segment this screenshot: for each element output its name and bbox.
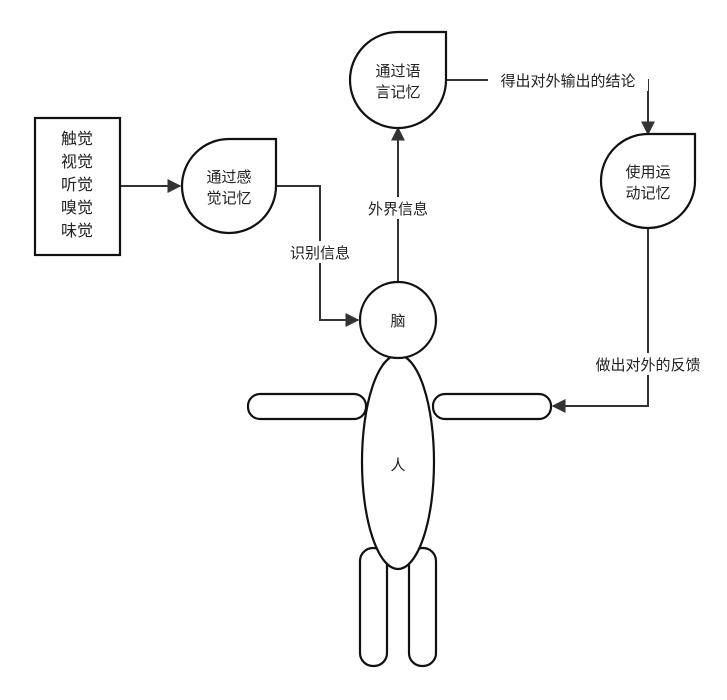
person-label: 人: [390, 456, 405, 474]
brain-head: [358, 280, 438, 360]
sensory-memory-node: [180, 137, 278, 235]
edge-label-identify-info: 识别信息: [290, 244, 350, 262]
edge-label-output-conclusion: 得出对外输出的结论: [500, 72, 635, 90]
motor-memory-node: [599, 132, 697, 230]
brain-label: 脑: [390, 312, 405, 330]
language-memory-label-line2: 言记忆: [375, 83, 420, 101]
language-memory-node: [348, 30, 448, 130]
edge-label-external-feedback: 做出对外的反馈: [595, 356, 700, 374]
motor-memory-label-line1: 使用运: [625, 163, 670, 181]
edge-motor-memory-to-arm: [551, 228, 649, 413]
left-leg: [358, 546, 389, 668]
left-arm: [246, 392, 368, 421]
sensory-memory-label-line2: 觉记忆: [206, 189, 251, 207]
right-arm: [431, 392, 553, 421]
sense-touch: 触觉: [61, 129, 93, 148]
right-leg: [407, 546, 438, 668]
senses-box: [33, 116, 122, 257]
language-memory-label-line1: 通过语: [375, 62, 420, 80]
sense-smell: 嗅觉: [61, 198, 93, 217]
sense-sight: 视觉: [61, 152, 93, 171]
motor-memory-label-line2: 动记忆: [625, 184, 670, 202]
sense-hearing: 听觉: [61, 175, 93, 194]
sense-taste: 味觉: [61, 221, 93, 240]
sensory-memory-label-line1: 通过感: [206, 168, 251, 186]
edge-label-external-info: 外界信息: [368, 200, 428, 218]
